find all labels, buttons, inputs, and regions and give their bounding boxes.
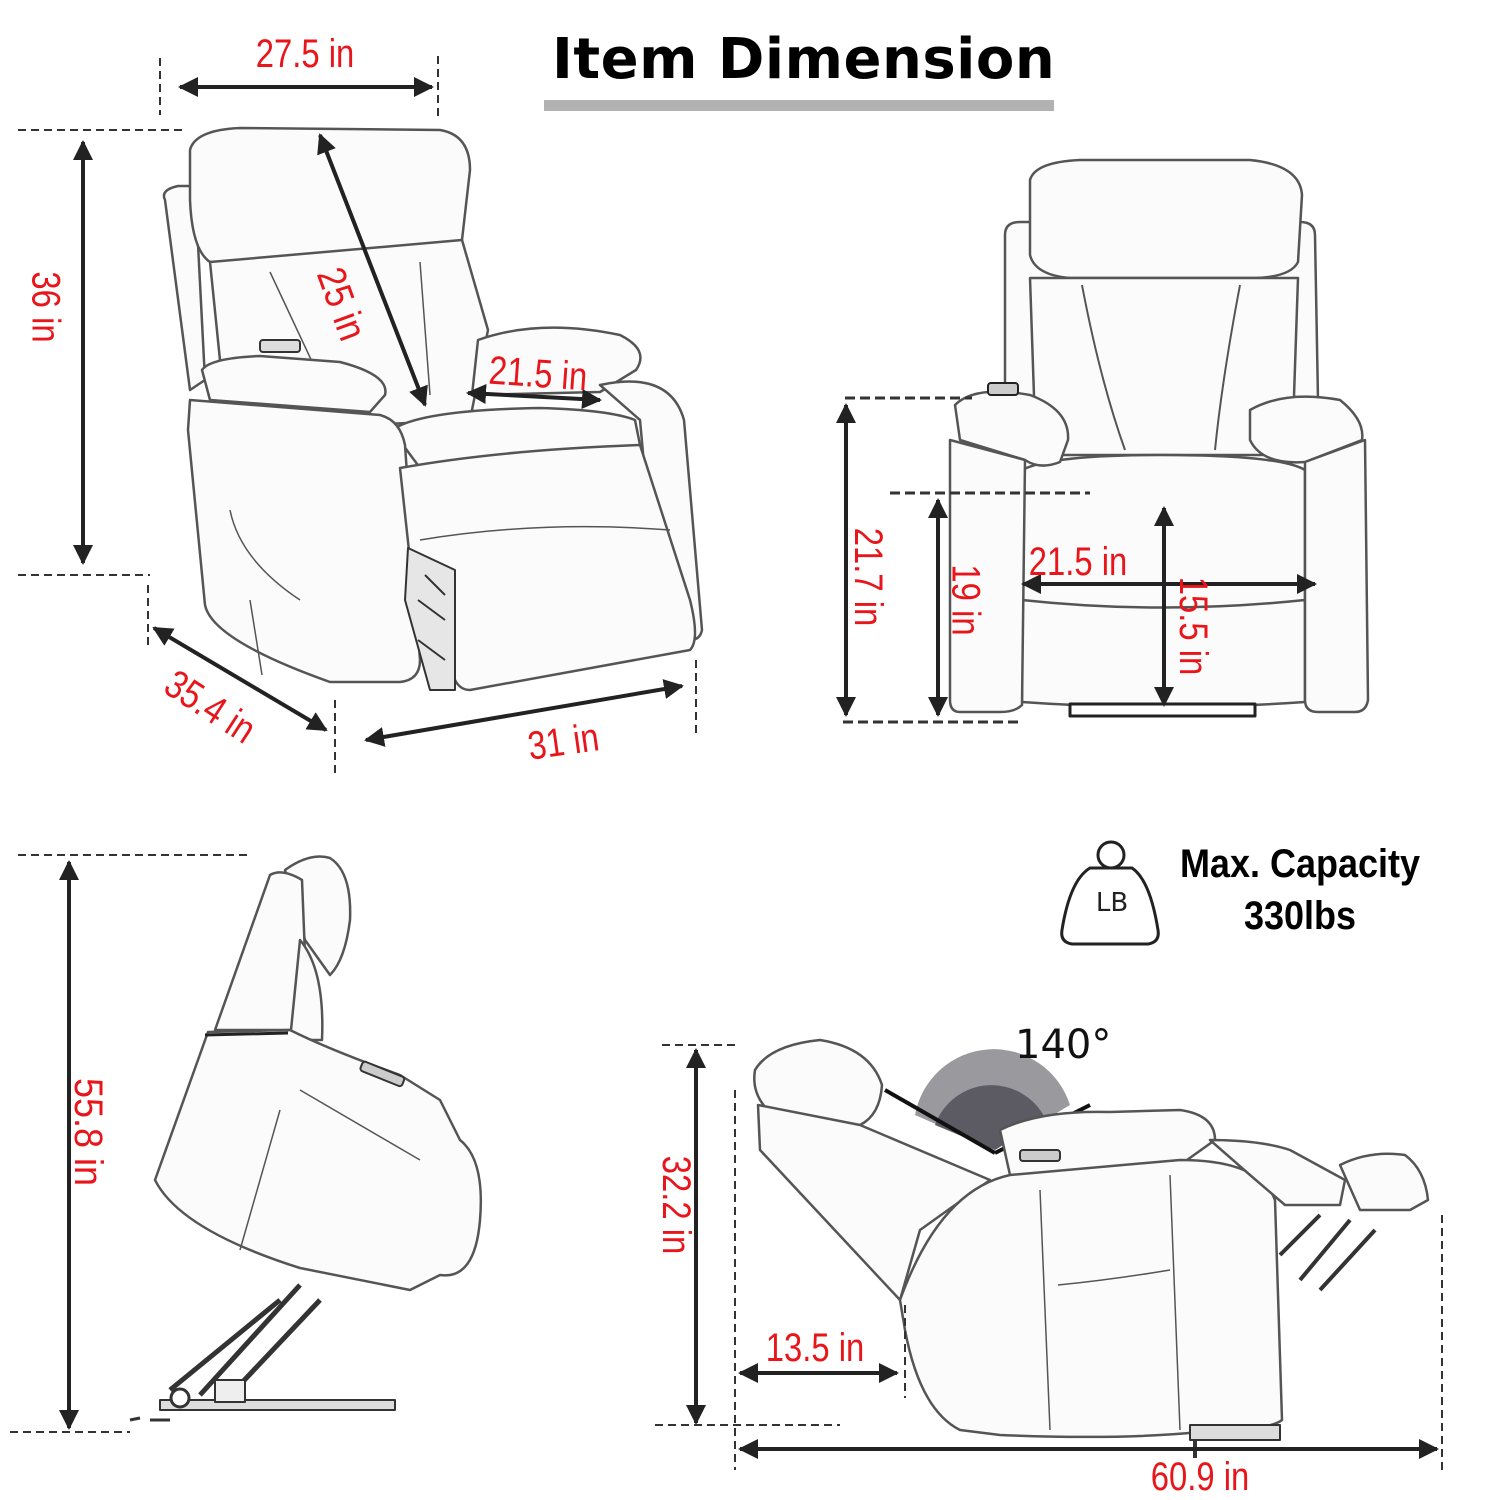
chair-front-sketch: [948, 158, 1370, 718]
guide-lines-view3: [10, 854, 252, 1433]
chair-reclined-sketch: [753, 1038, 1430, 1458]
label-seat-depth: 15.5 in: [1171, 576, 1216, 676]
label-reclined-height: 32.2 in: [654, 1155, 699, 1255]
label-seat-width-front: 21.5 in: [1028, 540, 1128, 584]
label-seat-height: 19 in: [943, 564, 988, 636]
label-recline-angle: 140°: [1015, 1022, 1112, 1068]
capacity-value: 330lbs: [1243, 894, 1357, 938]
page-title: Item Dimension: [552, 27, 1056, 92]
dimension-lines-view4: [686, 1048, 1439, 1459]
label-height: 36 in: [23, 271, 68, 343]
guide-lines-view2: [843, 396, 1090, 724]
guide-lines-view1: [18, 56, 697, 775]
label-armrest-height: 21.7 in: [846, 527, 891, 627]
weight-lb-icon: [1060, 840, 1160, 946]
dimension-lines-view2: [836, 403, 1317, 717]
weight-icon-label: LB: [1095, 888, 1129, 918]
dimension-lines-view1: [73, 77, 684, 747]
guide-lines-view4: [655, 1044, 1443, 1470]
chair-angled-sketch: [162, 126, 704, 692]
capacity-title: Max. Capacity: [1179, 842, 1421, 886]
title-underline: [544, 100, 1054, 111]
label-top-width: 27.5 in: [255, 32, 355, 76]
label-wall-clearance: 13.5 in: [765, 1326, 865, 1370]
label-lift-height: 55.8 in: [66, 1077, 111, 1187]
capacity-block: Max. Capacity 330lbs: [1174, 838, 1426, 942]
chair-lift-sketch: [129, 855, 483, 1422]
label-seat-width-angled: 21.5 in: [487, 348, 589, 400]
label-reclined-length: 60.9 in: [1150, 1455, 1250, 1499]
